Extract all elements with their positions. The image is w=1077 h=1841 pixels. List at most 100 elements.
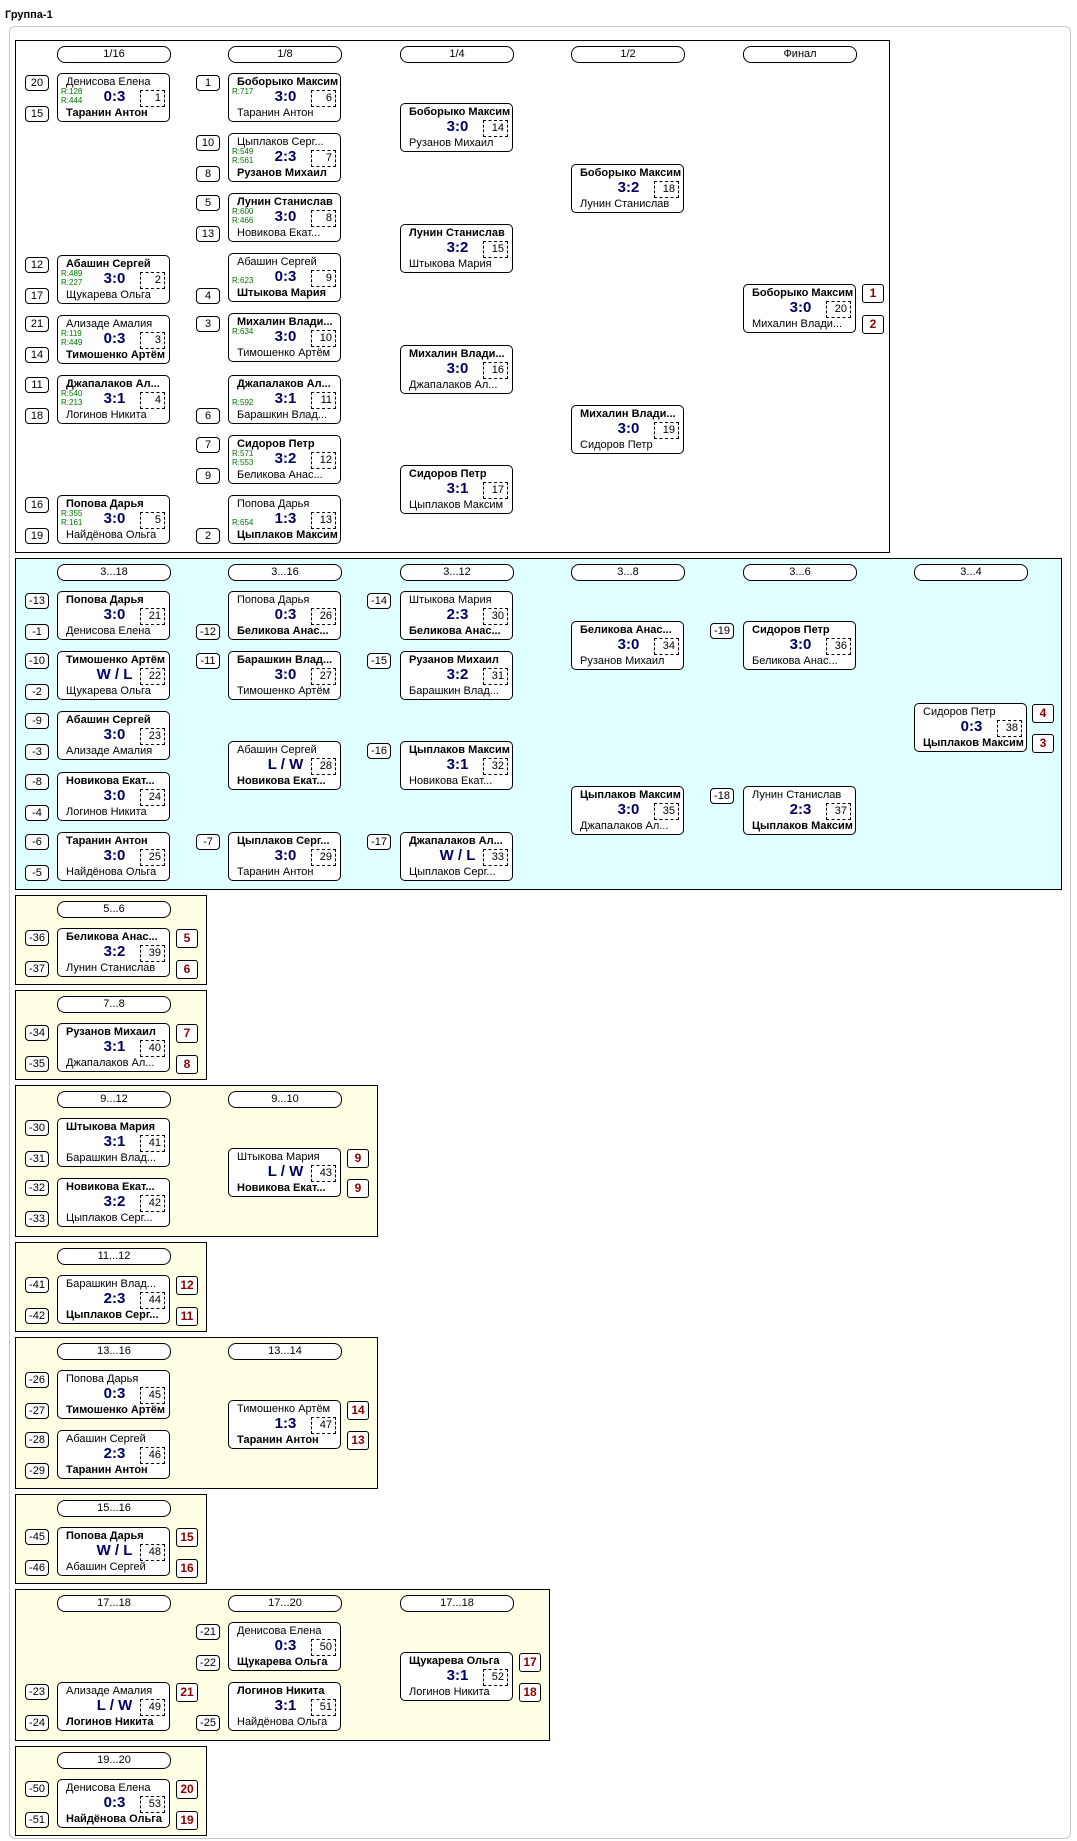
- match-score: 2:3: [103, 1290, 126, 1307]
- player-bottom: Цыплаков Максим: [923, 737, 1024, 749]
- match-score: 0:3: [103, 88, 126, 105]
- seed-box: -11: [196, 653, 220, 669]
- match-score: 3:1: [446, 480, 469, 497]
- round-header: 9...10: [228, 1091, 342, 1108]
- match-number: 19: [654, 422, 679, 439]
- player-bottom: Беликова Анас...: [237, 625, 329, 637]
- match-number: 6: [311, 90, 336, 107]
- player-bottom: Таранин Антон: [237, 107, 314, 119]
- match-score: 3:2: [103, 943, 126, 960]
- player-bottom: Новикова Екат...: [409, 775, 493, 787]
- seed-box: -19: [710, 623, 734, 639]
- seed-box: 3: [196, 316, 220, 332]
- seed-box: 6: [196, 408, 220, 424]
- seed-box: -23: [25, 1684, 49, 1700]
- seed-box: -18: [710, 788, 734, 804]
- match-number: 13: [311, 512, 336, 529]
- round-header: 5...6: [57, 901, 171, 918]
- match-number: 39: [140, 945, 165, 962]
- match-number: 44: [140, 1292, 165, 1309]
- rating-top: R:717: [232, 87, 254, 96]
- match-score: L / W: [96, 1697, 133, 1714]
- match-score: 3:0: [446, 118, 469, 135]
- seed-box: -51: [25, 1812, 49, 1828]
- rating-top: R:355: [61, 509, 83, 518]
- match-score: 3:0: [103, 270, 126, 287]
- seed-box: -37: [25, 961, 49, 977]
- match-score: 3:0: [274, 88, 297, 105]
- rating-top: R:489: [61, 269, 83, 278]
- seed-box: 8: [196, 166, 220, 182]
- player-top: Боборыко Максим: [580, 167, 681, 179]
- match-number: 20: [826, 301, 851, 318]
- match-score: 3:1: [103, 1133, 126, 1150]
- match-score: 3:0: [789, 299, 812, 316]
- player-bottom: Щукарева Ольга: [66, 289, 151, 301]
- player-top: Абашин Сергей: [66, 258, 151, 270]
- match-score: 2:3: [103, 1445, 126, 1462]
- place-badge: 9: [347, 1179, 369, 1198]
- player-bottom: Барашкин Влад...: [237, 409, 327, 421]
- match-number: 47: [311, 1417, 336, 1434]
- player-bottom: Логинов Никита: [66, 1716, 154, 1728]
- player-top: Новикова Екат...: [66, 775, 155, 787]
- player-top: Цыплаков Серг...: [237, 136, 324, 148]
- round-header: 9...12: [57, 1091, 171, 1108]
- player-bottom: Щукарева Ольга: [237, 1656, 328, 1668]
- player-top: Джапалаков Ал...: [409, 835, 503, 847]
